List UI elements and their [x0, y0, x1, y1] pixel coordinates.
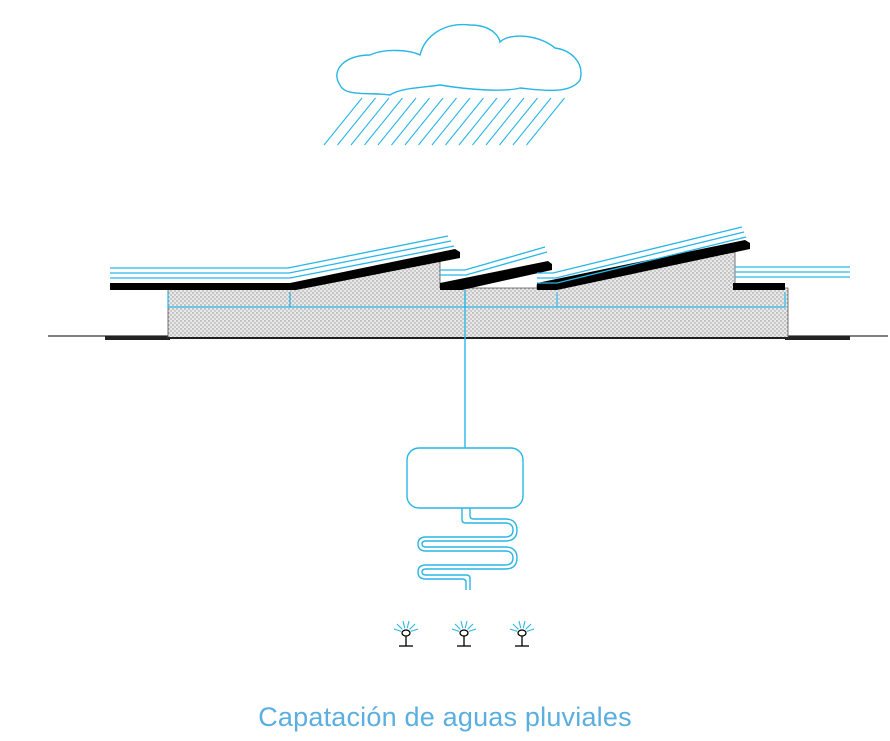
rain-line — [337, 97, 376, 146]
rain-line — [499, 97, 538, 146]
rain-line — [526, 97, 565, 146]
rain-line — [512, 97, 552, 146]
serpentine-pipe — [417, 508, 518, 590]
rain-line — [472, 97, 511, 146]
sprinkler-icon — [509, 620, 535, 647]
roof-water-layers — [110, 226, 850, 284]
rain-line — [445, 97, 484, 146]
rain-line — [364, 97, 403, 146]
rain-lines — [323, 97, 565, 146]
rain-line — [391, 97, 430, 146]
storage-tank — [406, 447, 524, 509]
sprinkler-icon — [451, 620, 477, 647]
rain-line — [350, 97, 390, 146]
sloped-green-roof — [110, 240, 785, 290]
rain-line — [485, 97, 525, 146]
rain-line — [404, 97, 444, 146]
rain-line — [431, 97, 471, 146]
rain-line — [458, 97, 498, 146]
cloud-icon — [336, 23, 582, 96]
diagram-caption: Capatación de aguas pluviales — [258, 702, 632, 732]
rain-line — [377, 97, 417, 146]
rain-line — [323, 97, 363, 146]
rain-line — [418, 97, 457, 146]
building-section — [167, 251, 789, 339]
sprinkler-icon — [393, 620, 419, 647]
sprinklers — [393, 620, 535, 647]
